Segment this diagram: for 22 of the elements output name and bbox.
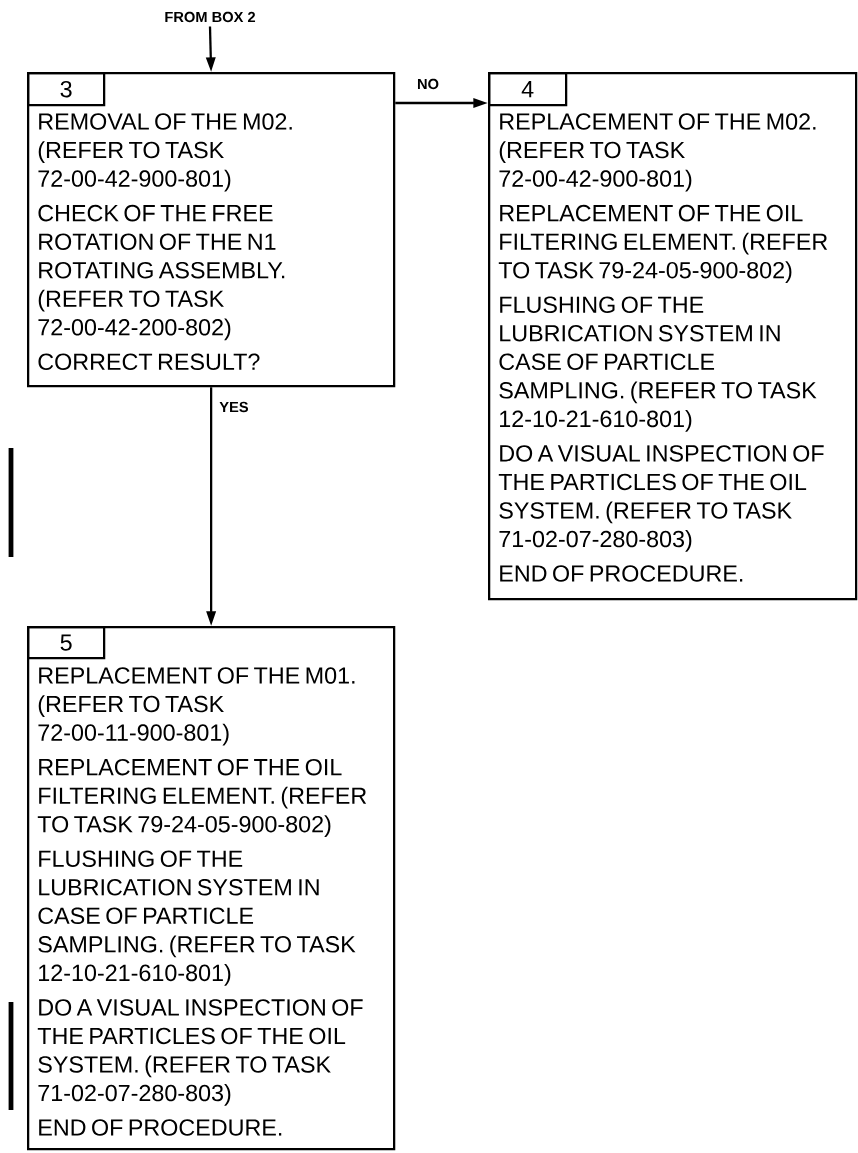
process-box [488,72,858,601]
process-box [27,72,396,388]
edge-label: NO [415,76,441,92]
edge-label: YES [217,399,251,415]
step-text: CHECK OF THE FREE ROTATION OF THE N1 ROTATING ASSEMBLY. (REFER TO TASK 72-00-42-200-802) [38,204,285,341]
step-text: DO A VISUAL INSPECTION OF THE PARTICLES OF THE OIL SYSTEM. (REFER TO TASK 71-02-07-280-803) [37,999,363,1106]
step-text: FLUSHING OF THE LUBRICATION SYSTEM IN CASE OF PARTICLE SAMPLING. (REFER TO TASK 12-10-21-610-801) [38,850,356,986]
start-label: FROM BOX 2 [165,11,256,23]
step-text: REPLACEMENT OF THE OIL FILTERING ELEMENT. (REFER TO TASK 79-24-05-900-802) [498,204,828,284]
step-text: DO A VISUAL INSPECTION OF THE PARTICLES OF THE OIL SYSTEM. (REFER TO TASK 71-02-07-280-803) [498,445,824,552]
step-text: REPLACEMENT OF THE M02. (REFER TO TASK 72-00-42-900-801) [499,113,816,192]
step-text: FLUSHING OF THE LUBRICATION SYSTEM IN CASE OF PARTICLE SAMPLING. (REFER TO TASK 12-10-21-610-801) [499,296,817,432]
step-text: END OF PROCEDURE. [500,565,743,582]
box-number-tab: 5 [27,626,106,660]
step-text: CORRECT RESULT? [38,353,260,371]
step-text: REMOVAL OF THE M02. (REFER TO TASK 72-00-42-900-801) [38,113,292,192]
box-number-tab: 4 [488,72,568,107]
step-text: END OF PROCEDURE. [39,1119,282,1136]
box-number-tab: 3 [27,72,106,107]
step-text: REPLACEMENT OF THE M01. (REFER TO TASK 72-00-11-900-801) [38,667,355,746]
step-text: REPLACEMENT OF THE OIL FILTERING ELEMENT. (REFER TO TASK 79-24-05-900-802) [37,758,367,838]
process-box [27,626,396,1151]
